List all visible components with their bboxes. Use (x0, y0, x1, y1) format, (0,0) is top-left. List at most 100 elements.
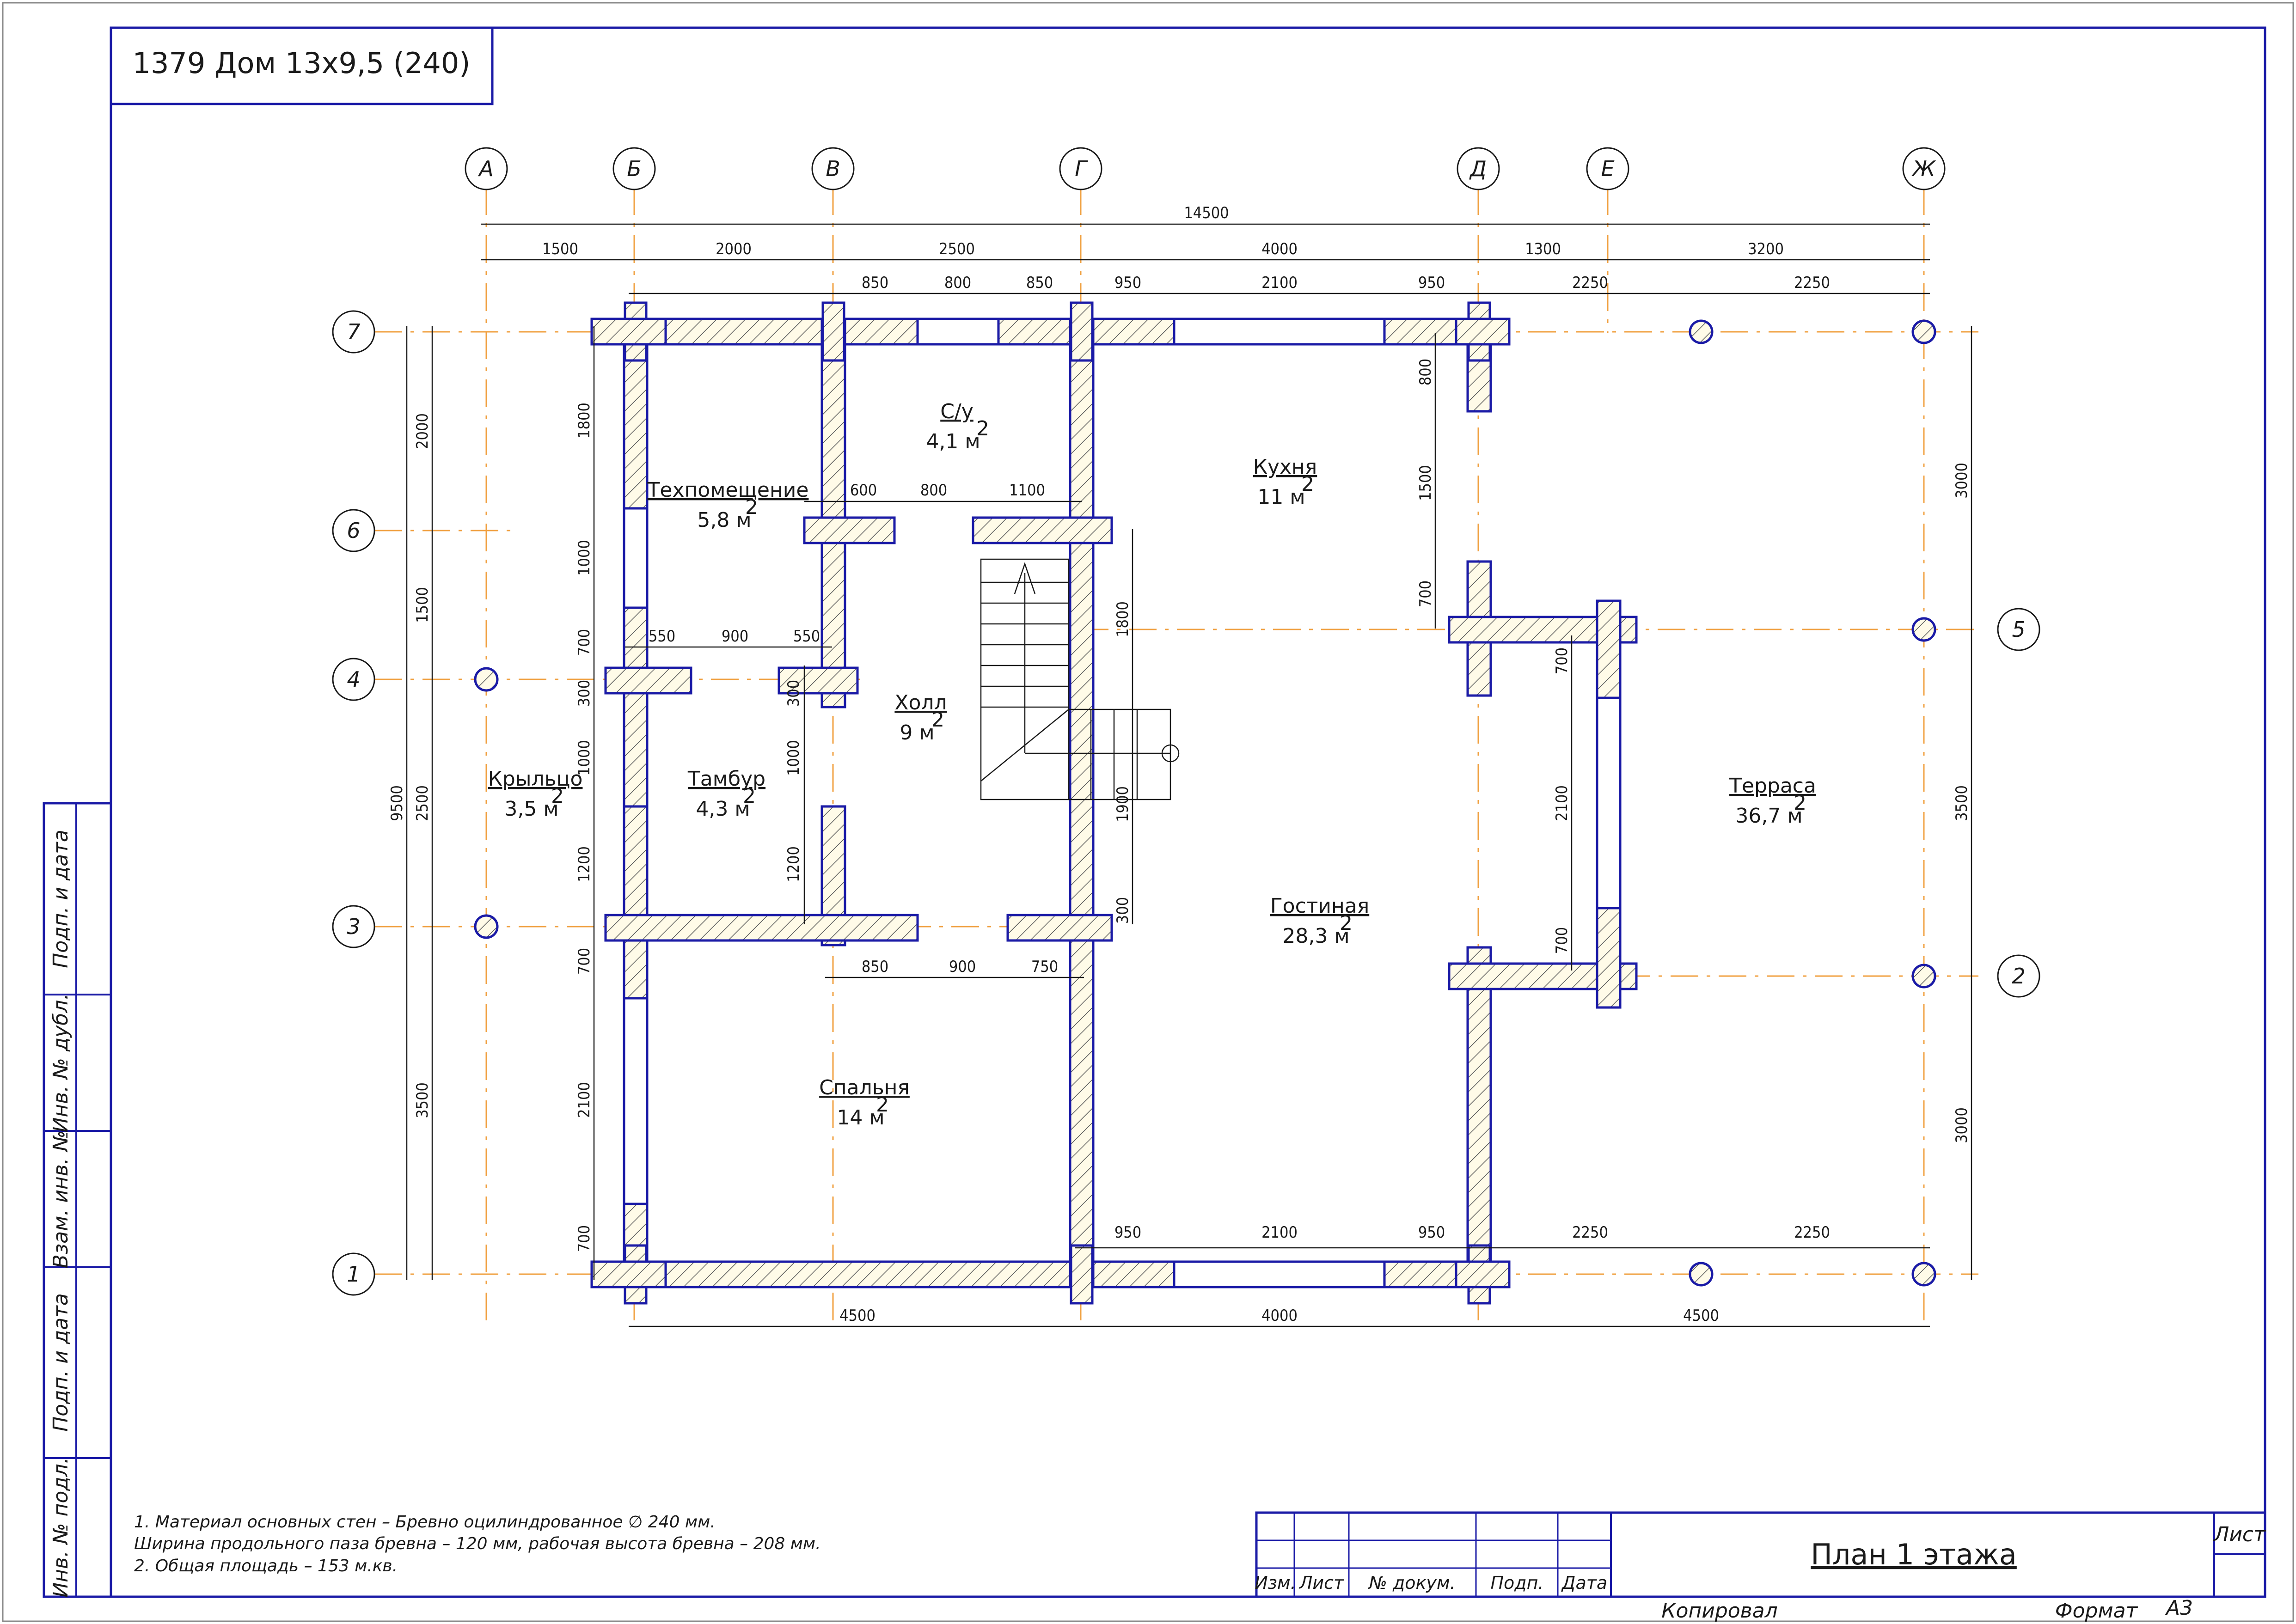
dim-inner-a-1: 600 (850, 481, 877, 500)
dim-left-outer-2: 1500 (413, 587, 432, 623)
dim-kitchen-2: 1500 (1416, 465, 1435, 501)
svg-text:5: 5 (2012, 617, 2025, 642)
dim-left-inner-3: 700 (575, 629, 594, 656)
room-wc: С/у 4,1 м2 (926, 400, 989, 453)
footer-format: А3 (2165, 1596, 2193, 1620)
axis-markers: А Б В Г Д Е Ж 7 6 4 3 1 5 2 (332, 147, 2040, 1296)
svg-text:6: 6 (347, 518, 360, 543)
svg-text:2: 2 (931, 708, 944, 732)
svg-text:9 м: 9 м (900, 721, 934, 745)
dim-bottom-inner-3: 950 (1418, 1223, 1445, 1242)
dim-bottom-3: 4500 (1683, 1307, 1719, 1325)
svg-text:Е: Е (1601, 156, 1614, 181)
dim-inner-a-2: 800 (920, 481, 947, 500)
dim-left-inner-9: 700 (575, 1225, 594, 1252)
svg-text:5,8 м: 5,8 м (697, 508, 751, 532)
dim-bottom-inner-5: 2250 (1794, 1223, 1830, 1242)
dim-left-inner-8: 2100 (575, 1082, 594, 1118)
dim-left-inner-5: 1000 (575, 740, 594, 776)
dim-left-inner-1: 1800 (575, 403, 594, 439)
dim-right-2: 3500 (1953, 785, 1971, 821)
side-stamp: Подп. и дата Инв. № дубл. Взам. инв. № П… (43, 802, 112, 1598)
axis-marker-7: 7 (332, 310, 375, 354)
svg-text:4: 4 (347, 667, 360, 692)
stamp-label-5: Инв. № подл. (49, 1457, 73, 1598)
stamp-label-1: Подп. и дата (49, 830, 73, 968)
svg-text:2: 2 (1794, 791, 1806, 815)
note-3: 2. Общая площадь – 153 м.кв. (134, 1557, 398, 1575)
dim-bottom-inner-1: 950 (1114, 1223, 1141, 1242)
dim-left-inner-2: 1000 (575, 540, 594, 576)
dim-row3-8: 2250 (1794, 274, 1830, 292)
dim-overall: 14500 (1184, 204, 1229, 222)
dim-row3-6: 950 (1418, 274, 1445, 292)
dim-bottom-2: 4000 (1261, 1307, 1298, 1325)
dim-row3-7: 2250 (1572, 274, 1608, 292)
svg-text:А: А (478, 156, 493, 181)
project-title: 1379 Дом 13x9,5 (240) (133, 46, 471, 80)
tb-col-date: Дата (1561, 1573, 1607, 1593)
svg-text:С/у: С/у (940, 400, 974, 423)
dim-stair-right-1: 1800 (1114, 601, 1132, 637)
columns (474, 319, 1936, 1287)
dim-bottom-1: 4500 (839, 1307, 876, 1325)
note-1: 1. Материал основных стен – Бревно оцили… (134, 1513, 716, 1532)
svg-text:14 м: 14 м (837, 1106, 884, 1129)
svg-text:2: 2 (976, 417, 989, 440)
axis-marker-G: Г (1059, 147, 1102, 190)
svg-text:Г: Г (1075, 156, 1088, 181)
footer-format-label: Формат (2055, 1599, 2138, 1623)
dimension-lines (406, 223, 1972, 1327)
axis-marker-Zh: Ж (1902, 147, 1946, 190)
svg-text:4,3 м: 4,3 м (696, 797, 750, 821)
dim-row2-1: 1500 (542, 240, 578, 258)
dim-left-inner-7: 700 (575, 948, 594, 975)
axis-marker-6: 6 (332, 509, 375, 552)
dim-right-1: 3000 (1953, 463, 1971, 499)
axis-marker-1: 1 (332, 1252, 375, 1296)
dim-row3-4: 950 (1114, 274, 1141, 292)
tb-col-list: Лист (1298, 1573, 1345, 1593)
svg-text:2: 2 (745, 495, 758, 519)
note-2: Ширина продольного паза бревна – 120 мм,… (134, 1534, 821, 1553)
axis-marker-4: 4 (332, 658, 375, 701)
dim-bottom-inner-4: 2250 (1572, 1223, 1608, 1242)
dim-stair-left-2: 1000 (784, 740, 803, 776)
svg-text:Тамбур: Тамбур (687, 767, 765, 791)
tb-col-doc: № докум. (1368, 1573, 1455, 1593)
axis-marker-D: Д (1457, 147, 1500, 190)
svg-text:2: 2 (551, 784, 564, 808)
dim-row2-6: 3200 (1748, 240, 1784, 258)
dim-row2-2: 2000 (716, 240, 752, 258)
drawing-frame (110, 26, 2266, 1598)
dim-kitchen-1: 800 (1416, 359, 1435, 385)
footer-copied: Копировал (1661, 1599, 1777, 1623)
dim-row3-3: 850 (1026, 274, 1053, 292)
svg-text:Техпомещение: Техпомещение (647, 478, 809, 502)
svg-text:Б: Б (627, 156, 642, 181)
svg-text:Ж: Ж (1911, 156, 1936, 181)
svg-text:Спальня: Спальня (819, 1076, 910, 1099)
svg-text:2: 2 (2012, 964, 2025, 989)
svg-text:Д: Д (1469, 156, 1487, 181)
svg-text:4,1 м: 4,1 м (926, 430, 980, 453)
svg-text:В: В (826, 156, 840, 181)
axis-marker-2: 2 (1997, 954, 2040, 998)
sheet-label: Лист (2213, 1523, 2266, 1546)
tb-col-izm: Изм. (1255, 1573, 1296, 1593)
dim-inner-c-2: 900 (949, 958, 976, 976)
dim-living-3: 700 (1553, 927, 1571, 954)
axis-marker-5: 5 (1997, 608, 2040, 651)
dim-row2-5: 1300 (1525, 240, 1561, 258)
room-utility: Техпомещение 5,8 м2 (647, 478, 809, 532)
svg-text:11 м: 11 м (1257, 485, 1305, 509)
notes: 1. Материал основных стен – Бревно оцили… (134, 1513, 821, 1575)
